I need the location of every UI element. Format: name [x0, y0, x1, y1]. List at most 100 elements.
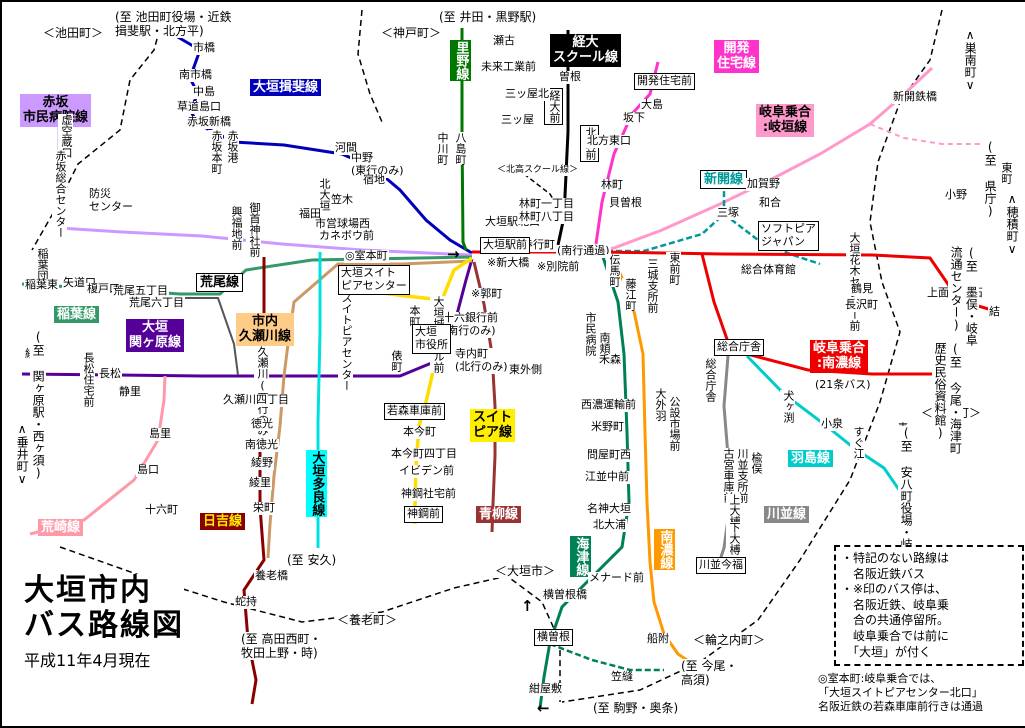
bus-stop-label: 笠木 [330, 193, 354, 207]
bus-stop-label: 赤坂総合センター [52, 150, 67, 238]
bus-stop-label: 紺屋敷 [528, 682, 563, 696]
bus-stop-label: 林町 [600, 178, 624, 192]
bus-stop-label: ◎室本町 [344, 249, 389, 263]
bus-stop-label: 徳光 [250, 417, 274, 431]
bus-stop-label: 八島町 [452, 132, 467, 165]
direction-arrow: → [447, 245, 460, 263]
bus-stop-label: 小野 [944, 188, 968, 202]
bus-stop-label: ＜北高スクール線＞ [496, 165, 580, 176]
bus-stop-label: 静里 [118, 385, 142, 399]
bus-stop-label: 神鋼社宅前 [400, 487, 457, 501]
bus-stop-label: 寺内町 (北行のみ) [454, 347, 509, 374]
bus-stop-label: 林町一丁目 [518, 197, 575, 211]
route-gikaku-line [567, 66, 934, 255]
bus-stop-label: 十六銀行前 (南行のみ) [442, 311, 499, 338]
bus-stop-label: 蛇持 [234, 595, 258, 609]
bus-stop-label: 中野 (東行のみ) [350, 151, 405, 178]
bus-stop-label: 大垣駅前 [480, 237, 530, 254]
edge-direction-label: ∧穂積町∨ [1004, 192, 1021, 256]
line-name-label: 川並線 [764, 506, 810, 524]
bus-stop-label: (南行通過) [556, 244, 611, 258]
bus-stop-label: 虚空蔵口 [58, 114, 73, 158]
edge-direction-label: (至 駒野・奥条) [592, 701, 680, 716]
bus-stop-label: 養老橋 [254, 569, 289, 583]
bus-stop-label: イビデン前 [398, 464, 455, 478]
bus-stop-label: スイトピアセンター [338, 292, 353, 391]
bus-stop-label: 下大榑 [726, 522, 741, 555]
bus-stop-label: 十六町 [144, 503, 179, 517]
edge-direction-label: ＜養老町＞ [336, 613, 399, 628]
bus-stop-label: すぐ江 [850, 426, 865, 459]
bus-stop-label: 北大垣 [316, 178, 331, 211]
bus-stop-label: 新開鉄橋 [892, 90, 938, 104]
bus-stop-label: 結 [988, 305, 1001, 319]
bus-stop-label: 横曽根 [534, 629, 573, 646]
bus-stop-label: 興福地前 [228, 206, 243, 250]
bus-stop-label: 栄町 [252, 501, 276, 515]
bus-stop-label: 長松 [98, 367, 122, 381]
bus-stop-label: 中川町 [434, 132, 449, 165]
route-gikaku-line-dashed [869, 123, 997, 145]
edge-direction-label: (至 今尾・ 高須) [680, 659, 739, 688]
direction-arrow: ↑ [521, 597, 534, 615]
edge-direction-label: ∧垂井町∨ [14, 422, 31, 486]
bus-stop-label: カネボウ前 [318, 229, 375, 243]
edge-direction-label: ＜神戸町＞ [380, 26, 443, 41]
bus-stop-label: ※別院前 [536, 260, 581, 274]
bus-stop-label: 長松住宅前 [80, 352, 95, 407]
bus-stop-label: ※郭町 [470, 287, 504, 301]
bus-stop-label: 林町八丁目 [518, 210, 575, 224]
bus-stop-label: 小泉 [820, 417, 844, 431]
bus-stop-label: 久瀬川四丁目 [222, 393, 290, 407]
line-name-label: 南濃線 [654, 529, 676, 570]
edge-direction-label: (至 池田町役場・近鉄 揖斐駅・北方平) [114, 10, 233, 39]
direction-arrow: ← [537, 699, 550, 717]
bus-stop-label: 市民病院 [582, 312, 597, 356]
bus-stop-label: 公設市場前 [666, 396, 681, 451]
bus-stop-label: 川並今福 [696, 557, 746, 574]
map-title-line1: 大垣市内 [24, 573, 152, 608]
route-shinkai-line [723, 213, 821, 266]
bus-stop-label: 大島 [640, 98, 664, 112]
bus-stop-label: 笠縫 [610, 670, 634, 684]
bus-stop-label: 俵町 [388, 350, 403, 372]
bus-stop-label: 本町 [406, 305, 421, 327]
bus-stop-label: 綾野 [250, 456, 274, 470]
line-name-label: 大垣多良線 [306, 450, 328, 517]
bus-stop-label: 三ッ屋 [500, 113, 535, 127]
route-aoyagi-line [472, 261, 497, 533]
bus-stop-label: 加賀野 [746, 177, 781, 191]
bus-stop-label: 三城支所前 [644, 258, 659, 313]
bus-stop-label: 鶴見 [850, 282, 874, 296]
bus-stop-label: 東町 [998, 162, 1013, 184]
bus-stop-label: 若森車庫前 [384, 403, 445, 420]
edge-direction-label: ＜輪之内町＞ [692, 633, 767, 648]
bus-stop-label: 北大浦 [592, 518, 627, 532]
route-suitopia-line [413, 256, 473, 524]
bus-stop-label: 市営球場西 [314, 217, 371, 231]
bus-stop-label: 坂下 [622, 111, 646, 125]
bus-stop-label: 三ッ屋北 [504, 87, 550, 101]
bus-stop-label: 防災 センター [88, 187, 134, 214]
line-name-label: 岐阜乗合 :南濃線 [810, 340, 869, 373]
bus-stop-label: 古宮車庫前 [720, 448, 735, 503]
bus-stop-label: ソフトピア ジャパン [758, 221, 819, 251]
line-name-label: スイト ピア線 [470, 409, 516, 442]
bus-stop-label: 総合庁舎 [714, 339, 764, 356]
line-name-label: 大垣 関ヶ原線 [126, 319, 185, 352]
edge-direction-label: (至 高田西町・ 牧田上野・時) [240, 632, 323, 661]
bus-stop-label: 荒尾六丁目 [128, 296, 185, 310]
bus-stop-label: 市橋 [192, 41, 216, 55]
line-name-label: 岐阜乗合 :岐垣線 [756, 104, 815, 137]
line-name-label: 荒尾線 [196, 273, 244, 293]
bus-stop-label: 北方東口 [586, 134, 632, 148]
bus-stop-label: 御首神社前 [246, 202, 261, 257]
bus-stop-label: 赤坂港 [224, 130, 239, 163]
edge-direction-label: (至 県庁) [982, 140, 999, 218]
bus-stop-label: 名神大垣 [586, 502, 632, 516]
bus-stop-label: 福田 [298, 207, 322, 221]
bus-stop-label: 上面 [926, 286, 950, 300]
bus-stop-label: 川並支所前 [734, 448, 749, 503]
edge-direction-label: (至 安久) [286, 553, 338, 568]
line-name-label: 里野線 [450, 40, 472, 81]
